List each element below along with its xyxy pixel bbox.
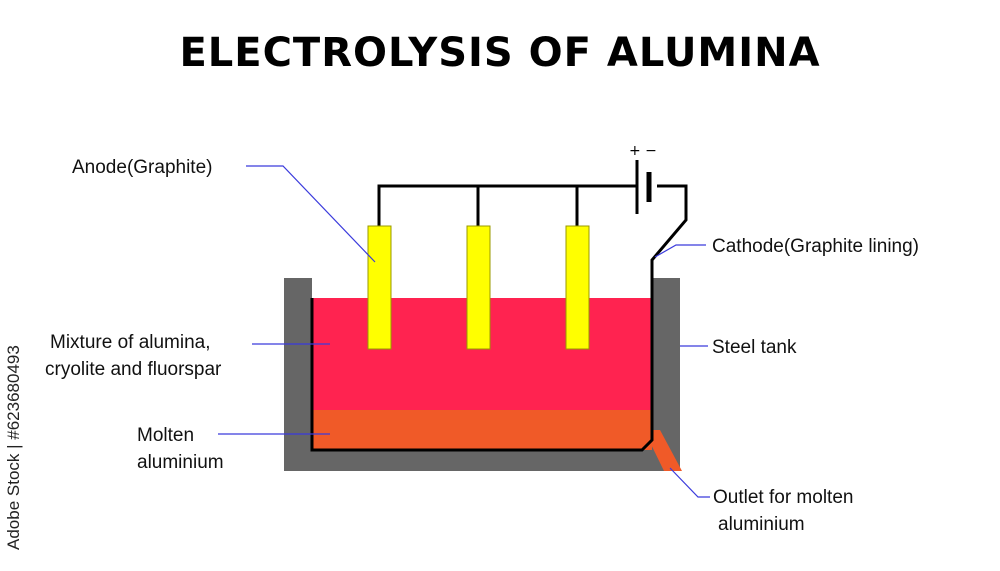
cathode-lining [310,184,688,452]
cathode-label: Cathode(Graphite lining) [712,236,920,257]
molten-aluminium-layer [312,410,652,450]
graphite-anodes [367,225,590,350]
anode-rod [466,225,491,350]
steel-tank-label: Steel tank [712,337,797,358]
mixture-label-line1: Mixture of alumina, [50,332,211,353]
mixture-label-line2: cryolite and fluorspar [45,359,222,380]
cathode-pointer [654,244,706,258]
anode-wire [377,184,637,226]
molten-aluminium-label-line2: aluminium [137,452,224,473]
anode-rod [565,225,590,350]
steel-tank [284,278,680,471]
outlet-pointer [669,467,710,498]
outlet-label-line1: Outlet for molten [713,487,854,508]
molten-aluminium-label-line1: Molten [137,425,195,446]
anode-rod [367,225,392,350]
battery-polarity-sign: + − [629,143,657,159]
pointer-lines [218,165,710,498]
outlet-label-line2: aluminium [718,514,805,535]
anode-pointer [246,165,376,263]
battery-icon [635,160,652,214]
stock-id-watermark: Adobe Stock | #623680493 [4,345,23,550]
anode-label: Anode(Graphite) [72,157,213,178]
diagram-title: ELECTROLYSIS OF ALUMINA [179,30,821,76]
